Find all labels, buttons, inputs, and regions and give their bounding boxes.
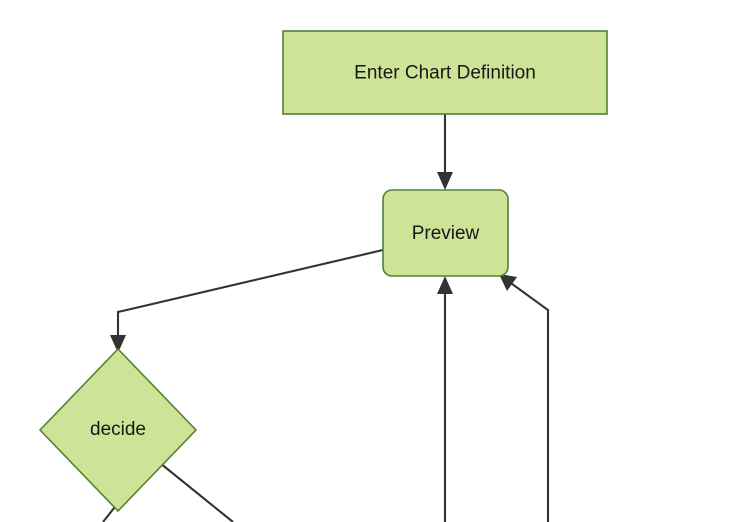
node-shape-rectangle bbox=[282, 30, 608, 115]
node-decide[interactable]: decide bbox=[38, 347, 198, 513]
edge-bottom-center-to-preview[interactable] bbox=[437, 276, 453, 522]
arrowhead-icon bbox=[437, 276, 453, 294]
node-shape-rounded-rectangle bbox=[382, 189, 509, 277]
node-label-preview: Preview bbox=[412, 223, 480, 244]
node-layer: Enter Chart Definition Preview decide bbox=[38, 30, 608, 513]
edge-layer bbox=[102, 114, 550, 522]
node-label-enter-chart-definition: Enter Chart Definition bbox=[354, 63, 536, 84]
edge-preview-to-decide[interactable] bbox=[110, 248, 384, 353]
edge-line bbox=[159, 462, 234, 522]
node-shape-diamond bbox=[38, 347, 198, 513]
arrowhead-icon bbox=[499, 274, 517, 291]
arrowhead-icon bbox=[437, 172, 453, 190]
edge-decide-right-out[interactable] bbox=[159, 462, 234, 522]
edge-line bbox=[507, 280, 550, 522]
edge-line bbox=[116, 248, 384, 343]
node-preview[interactable]: Preview bbox=[382, 189, 509, 277]
arrowhead-icon bbox=[110, 335, 126, 353]
node-label-decide: decide bbox=[90, 419, 146, 440]
edge-enter-to-preview[interactable] bbox=[437, 114, 453, 190]
node-enter-chart-definition[interactable]: Enter Chart Definition bbox=[282, 30, 608, 115]
edge-bottom-right-to-preview[interactable] bbox=[499, 274, 550, 522]
